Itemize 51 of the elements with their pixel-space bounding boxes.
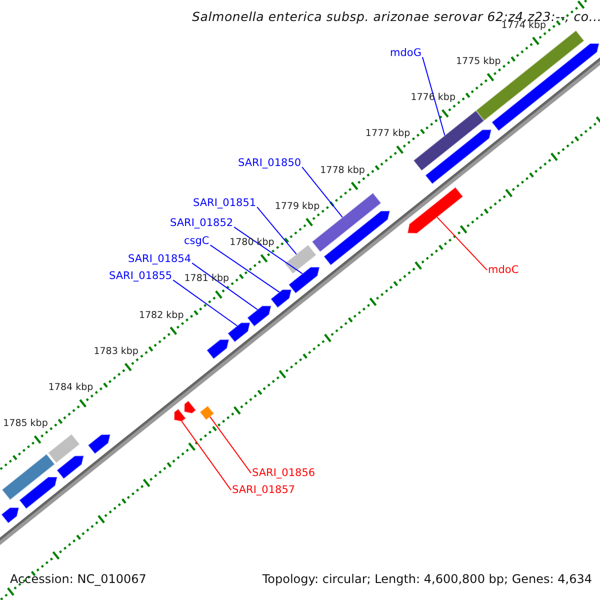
- gene-feature: [206, 339, 230, 360]
- gene-label: mdoC: [488, 264, 519, 276]
- leader-line: [192, 262, 258, 310]
- scale-label: 1780 kbp: [230, 238, 274, 249]
- gene-feature: [288, 266, 320, 294]
- gene-label: SARI_01856: [252, 467, 316, 480]
- gene-feature: [47, 433, 80, 464]
- leader-line: [172, 280, 238, 326]
- leader-line: [302, 166, 343, 218]
- leader-line: [436, 216, 488, 271]
- gene-label: csgC: [184, 235, 210, 248]
- gene-feature: [87, 434, 111, 454]
- gene-label: SARI_01850: [238, 157, 302, 170]
- scale-label: 1774 kbp: [501, 20, 546, 32]
- gene-feature: [284, 244, 317, 274]
- gene-label: SARI_01855: [109, 270, 172, 282]
- gene-feature: [174, 408, 186, 422]
- gene-feature: [56, 455, 84, 480]
- scale-label: 1777 kbp: [365, 129, 410, 140]
- gene-feature: [18, 476, 58, 510]
- scale-label: 1778 kbp: [320, 166, 365, 177]
- gene-feature: [1, 453, 56, 501]
- genome-info-text: Topology: circular; Length: 4,600,800 bp; Genes: 4,634: [262, 573, 592, 587]
- scale-label: 1785 kbp: [3, 419, 48, 430]
- accession-text: Accession: NC_010067: [10, 573, 146, 587]
- leader-line: [210, 244, 280, 293]
- gene-feature: [424, 129, 492, 185]
- leader-line: [210, 416, 252, 474]
- scale-label: 1779 kbp: [274, 202, 320, 213]
- gene-label: SARI_01851: [193, 197, 256, 210]
- scale-label: 1784 kbp: [48, 383, 94, 394]
- gene-label: SARI_01852: [170, 217, 234, 230]
- gene-feature: [199, 405, 215, 421]
- gene-label: SARI_01857: [232, 484, 296, 496]
- gene-feature: [270, 289, 292, 308]
- leader-line: [256, 206, 297, 255]
- scale-label: 1783 kbp: [94, 346, 138, 358]
- leader-line: [234, 226, 303, 274]
- gene-feature: [246, 305, 272, 328]
- gene-feature: [184, 400, 197, 414]
- gene-feature: [407, 186, 464, 234]
- gene-feature: [412, 110, 485, 172]
- gene-label: SARI_01854: [128, 253, 192, 266]
- leader-line: [181, 420, 232, 491]
- gene-feature: [0, 507, 20, 524]
- scale-label: 1782 kbp: [138, 310, 184, 322]
- gene-feature: [323, 210, 390, 266]
- scale-label: 1775 kbp: [456, 56, 501, 68]
- gene-feature: [227, 322, 251, 343]
- gene-label: mdoG: [390, 47, 422, 60]
- leader-line: [422, 56, 446, 136]
